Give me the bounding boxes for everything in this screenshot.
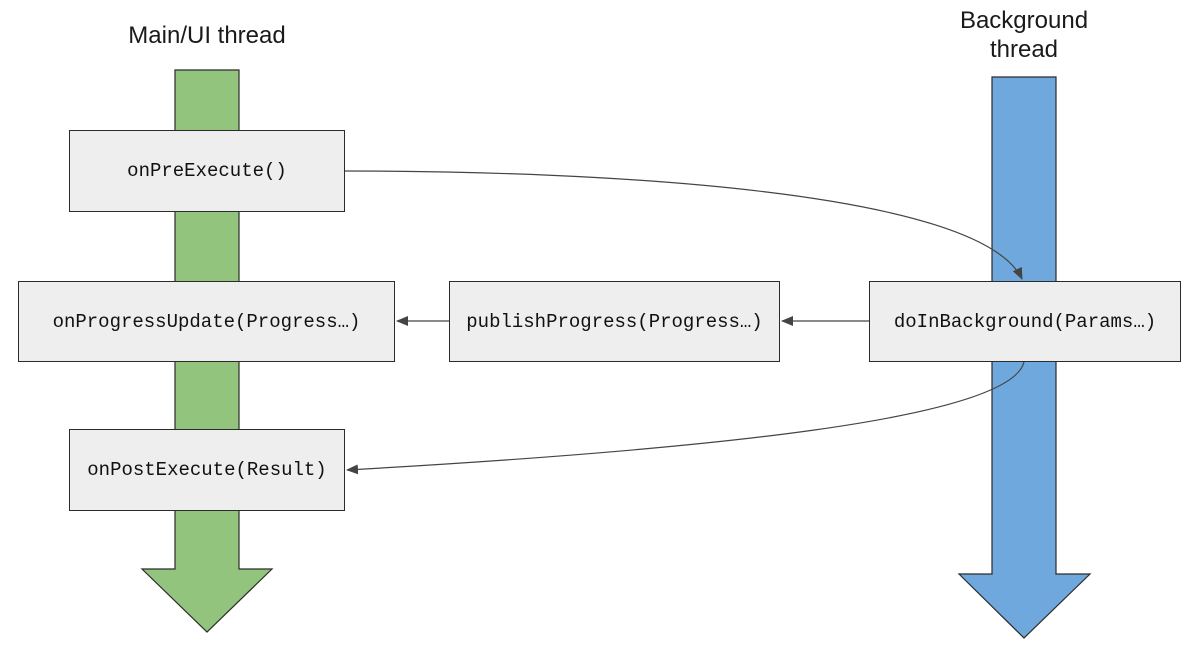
publish-progress-box: publishProgress(Progress…) [449,281,780,362]
on-pre-execute-box: onPreExecute() [69,130,345,212]
connector-pre-to-background [344,170,1023,280]
background-thread-title: Background thread [904,6,1144,64]
connector-background-to-post [346,361,1025,475]
background-thread-title-line1: Background [959,7,1089,34]
on-post-execute-box: onPostExecute(Result) [69,429,345,511]
do-in-background-box: doInBackground(Params…) [869,281,1181,362]
background-thread-title-line2: thread [989,36,1059,63]
on-progress-update-box: onProgressUpdate(Progress…) [18,281,395,362]
main-thread-title: Main/UI thread [128,22,286,49]
